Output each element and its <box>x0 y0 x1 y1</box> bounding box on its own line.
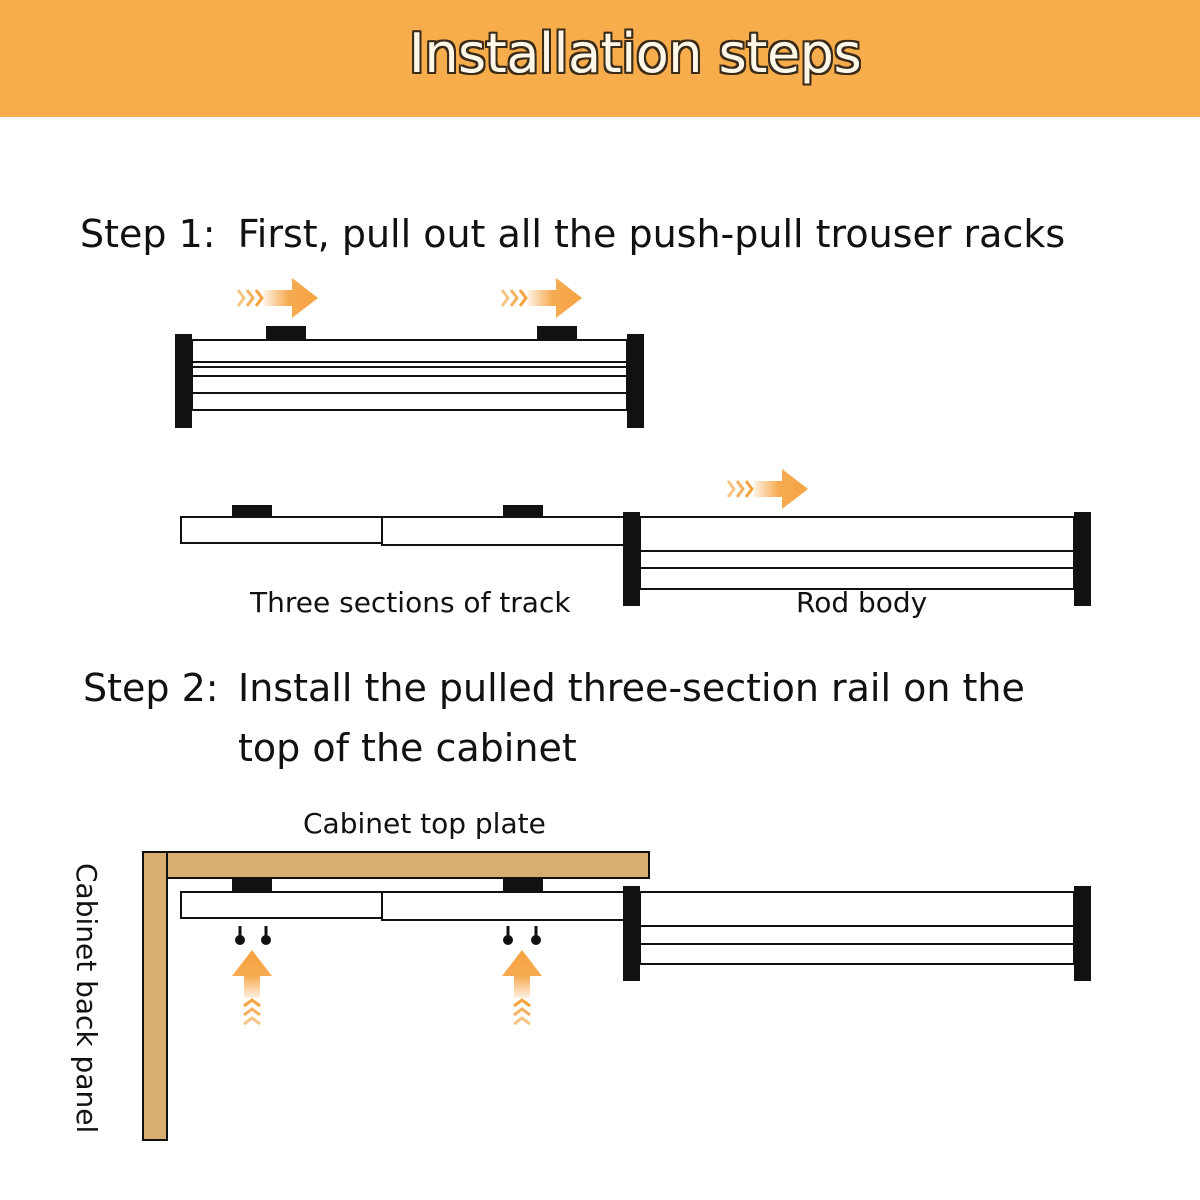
up-arrow-icon <box>230 948 274 1026</box>
closed-rack <box>175 326 644 428</box>
page-title: Installation steps <box>408 22 862 85</box>
screw-icon <box>531 926 541 945</box>
step-1-heading: Step 1: First, pull out all the push-pul… <box>80 212 1065 256</box>
pull-arrow-icon <box>500 276 584 320</box>
step-1-number: Step 1: <box>80 212 216 256</box>
step-1-text: First, pull out all the push-pull trouse… <box>237 212 1066 256</box>
screw-icon <box>261 926 271 945</box>
step-2-number: Step 2: <box>83 666 219 710</box>
step-2-text-line2: top of the cabinet <box>238 726 577 770</box>
track-sections-label: Three sections of track <box>250 586 571 619</box>
cabinet-top-plate-label: Cabinet top plate <box>303 807 546 840</box>
screw-icon <box>235 926 245 945</box>
rod-body-label: Rod body <box>796 586 928 619</box>
screw-icon <box>503 926 513 945</box>
mounted-rack <box>180 878 1091 981</box>
pull-arrow-icon <box>236 276 320 320</box>
header-banner <box>0 0 1200 117</box>
up-arrow-icon <box>500 948 544 1026</box>
step-2-text-line1: Install the pulled three-section rail on… <box>238 666 1025 710</box>
extended-rack <box>180 505 1091 606</box>
cabinet <box>142 851 650 1141</box>
pull-arrow-icon <box>726 467 810 511</box>
